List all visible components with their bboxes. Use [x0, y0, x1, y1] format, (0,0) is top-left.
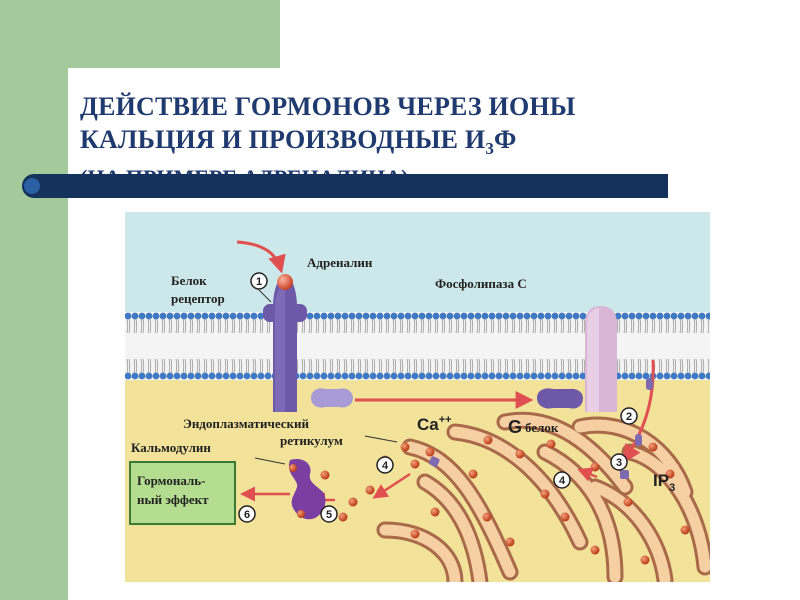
label-receptor-line1: Белок: [171, 273, 207, 288]
svg-text:1: 1: [256, 276, 262, 288]
decorative-green-side-bar: [0, 0, 68, 600]
label-receptor-line2: рецептор: [171, 291, 225, 306]
title-line-2: КАЛЬЦИЯ И ПРОИЗВОДНЫЕ И3Ф: [80, 123, 720, 165]
cell-membrane: [125, 312, 710, 380]
svg-text:4: 4: [559, 475, 566, 487]
title-bar-bullet: [24, 178, 40, 194]
label-g-letter: G: [508, 417, 522, 437]
label-g-word: белок: [525, 420, 559, 435]
title-line-1: ДЕЙСТВИЕ ГОРМОНОВ ЧЕРЕЗ ИОНЫ: [80, 90, 720, 123]
label-calmodulin: Кальмодулин: [131, 440, 211, 455]
svg-text:5: 5: [326, 509, 332, 521]
label-er-line2: ретикулум: [280, 433, 343, 448]
svg-text:3: 3: [616, 457, 622, 469]
label-effect-line2: ный эффект: [137, 492, 209, 507]
calmodulin-bound-ion: [289, 464, 297, 472]
label-er-line1: Эндоплазматический: [183, 416, 310, 431]
title-underline-bar: [22, 174, 668, 198]
calmodulin-bound-ion: [297, 510, 305, 518]
label-phospholipase: Фосфолипаза С: [435, 276, 527, 291]
label-effect-line1: Гормональ-: [137, 473, 205, 488]
title-line-2-main: КАЛЬЦИЯ И ПРОИЗВОДНЫЕ И: [80, 125, 485, 154]
svg-text:4: 4: [382, 460, 389, 472]
title-line-2-end: Ф: [494, 125, 517, 154]
calcium-signaling-diagram: 1 2 3 4 4 5 6 Адреналин Белок рецептор Ф…: [125, 212, 710, 582]
slide-title: ДЕЙСТВИЕ ГОРМОНОВ ЧЕРЕЗ ИОНЫ КАЛЬЦИЯ И П…: [80, 90, 720, 165]
adrenaline-molecule: [277, 274, 293, 290]
svg-text:6: 6: [244, 509, 250, 521]
title-subscript: 3: [485, 139, 494, 158]
svg-text:2: 2: [626, 411, 632, 423]
label-adrenaline: Адреналин: [307, 255, 373, 270]
decorative-green-top-block: [68, 0, 280, 68]
phospholipase-c: [585, 306, 617, 412]
